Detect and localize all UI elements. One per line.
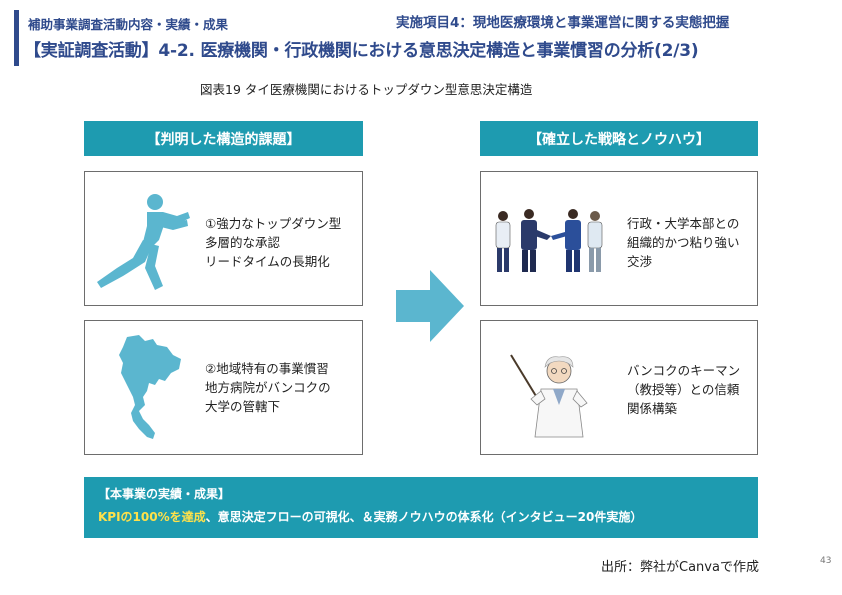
figure-caption: 図表19 タイ医療機関におけるトップダウン型意思決定構造 xyxy=(200,82,533,97)
challenge-line: ①強力なトップダウン型 xyxy=(205,216,342,231)
source-note: 出所：弊社がCanvaで作成 xyxy=(601,560,759,575)
right-arrow-icon xyxy=(396,270,464,342)
kpi-highlight: KPIの100%を達成 xyxy=(98,510,206,524)
page-number: 43 xyxy=(820,556,832,566)
left-column-header: 【判明した構造的課題】 xyxy=(84,121,363,156)
strategy-line: 組織的かつ粘り強い xyxy=(627,235,740,250)
strategy-card-negotiation: 行政・大学本部との 組織的かつ粘り強い 交渉 xyxy=(480,171,758,306)
results-title: 【本事業の実績・成果】 xyxy=(98,487,231,501)
item-label: 実施項目4：現地医療環境と事業運営に関する実態把握 xyxy=(396,15,730,31)
challenge-line: ②地域特有の事業慣習 xyxy=(205,361,329,376)
section-label: 補助事業調査活動内容・実績・成果 xyxy=(28,17,229,32)
business-handshake-icon xyxy=(495,209,603,272)
results-banner: 【本事業の実績・成果】 KPIの100%を達成、意思決定フローの可視化、＆実務ノ… xyxy=(84,477,758,538)
title-accent-bar xyxy=(14,10,19,66)
pushing-person-icon xyxy=(97,194,190,290)
page-title: 【実証調査活動】4-2. 医療機関・行政機関における意思決定構造と事業慣習の分析… xyxy=(24,41,699,61)
challenge-card-custom: ②地域特有の事業慣習 地方病院がバンコクの 大学の管轄下 xyxy=(84,320,363,455)
challenge-line: リードタイムの長期化 xyxy=(205,254,330,269)
right-column-header: 【確立した戦略とノウハウ】 xyxy=(480,121,758,156)
strategy-card-trust: バンコクのキーマン （教授等）との信頼 関係構築 xyxy=(480,320,758,455)
results-body: KPIの100%を達成、意思決定フローの可視化、＆実務ノウハウの体系化（インタビ… xyxy=(98,508,744,525)
professor-pointer-icon xyxy=(510,354,588,438)
challenge-line: 多層的な承認 xyxy=(205,235,281,250)
strategy-line: 交渉 xyxy=(627,254,653,269)
results-text: 、意思決定フローの可視化、＆実務ノウハウの体系化（インタビュー20件実施） xyxy=(205,510,643,524)
challenge-line: 大学の管轄下 xyxy=(205,399,281,414)
strategy-line: 行政・大学本部との xyxy=(627,216,740,231)
challenge-line: 地方病院がバンコクの xyxy=(205,380,331,395)
strategy-line: （教授等）との信頼 xyxy=(627,382,740,397)
challenge-card-topdown: ①強力なトップダウン型 多層的な承認 リードタイムの長期化 xyxy=(84,171,363,306)
thailand-map-icon xyxy=(119,335,181,439)
strategy-line: 関係構築 xyxy=(627,401,678,416)
strategy-line: バンコクのキーマン xyxy=(627,363,741,378)
